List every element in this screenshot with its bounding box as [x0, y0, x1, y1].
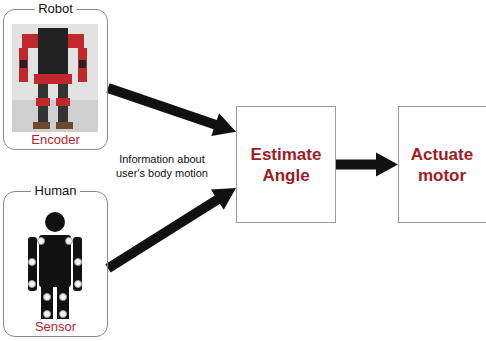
robot-knee: [56, 98, 70, 106]
sensor-dot: [38, 238, 45, 245]
human-leg: [57, 285, 69, 320]
robot-shoulder: [22, 34, 38, 48]
robot-joint: [20, 60, 27, 68]
robot-foot: [56, 122, 73, 129]
sensor-dot: [44, 294, 51, 301]
human-panel: HumanSensor: [3, 191, 108, 337]
robot-frame: [38, 28, 68, 76]
human-arm: [28, 237, 37, 291]
sensor-dot: [60, 311, 67, 318]
sensor-dot: [75, 281, 82, 288]
sensor-dot: [29, 281, 36, 288]
photo-floor: [12, 100, 98, 132]
flow-arrow: [105, 188, 236, 273]
note-label: Information about user's body motion: [112, 152, 212, 180]
panel-heading: Human: [31, 183, 81, 199]
sensor-dots: [29, 238, 82, 318]
robot-joint: [79, 60, 86, 68]
flow-arrow: [106, 83, 236, 136]
robot-arm: [19, 48, 28, 82]
process-box: Actuate motor: [398, 106, 486, 223]
robot-panel: RobotEncoder: [3, 9, 108, 150]
part-label: Encoder: [28, 132, 82, 147]
flow-arrow: [336, 153, 398, 177]
sensor-dot: [60, 294, 67, 301]
process-label: Actuate motor: [402, 144, 482, 186]
robot-arm: [78, 48, 87, 82]
human-leg: [41, 285, 53, 320]
sensor-dot: [66, 238, 73, 245]
sensor-dot: [29, 259, 36, 266]
robot-foot: [33, 122, 50, 129]
panel-heading: Robot: [34, 1, 77, 17]
robot-shoulder: [68, 34, 84, 48]
sensor-dot: [75, 259, 82, 266]
human-figure: [28, 212, 82, 320]
sensor-dot: [44, 311, 51, 318]
part-label: Sensor: [32, 319, 79, 334]
robot-hip: [34, 74, 72, 84]
photo-ground: [12, 24, 98, 132]
human-head: [45, 212, 65, 232]
robot-knee: [36, 98, 50, 106]
process-label: Estimate Angle: [240, 144, 332, 186]
human-arm: [73, 237, 82, 291]
process-box: Estimate Angle: [236, 106, 336, 223]
robot-photo: [12, 24, 98, 132]
